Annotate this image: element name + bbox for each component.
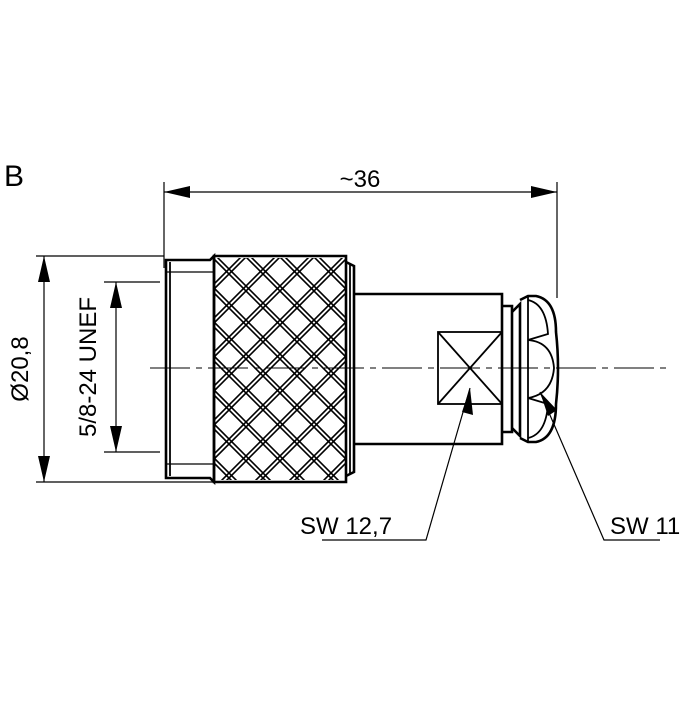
length-dimension: ~36 — [163, 166, 558, 298]
thread-dimension: 5/8-24 UNEF — [75, 281, 160, 453]
knurl-line — [214, 118, 346, 250]
knurl-line — [214, 258, 310, 353]
outer-diameter-dimension: Ø20,8 — [7, 255, 214, 483]
knurl-line — [214, 258, 346, 392]
knurl-line — [214, 258, 281, 324]
knurl-line — [214, 423, 272, 480]
outer-diameter-label: Ø20,8 — [7, 336, 34, 401]
view-label: B — [4, 160, 24, 193]
knurled-sleeve — [212, 84, 348, 624]
knurl-line — [214, 123, 346, 255]
knurl-line — [214, 292, 346, 426]
thread-label: 5/8-24 UNEF — [75, 297, 102, 437]
rear-hex-nut — [502, 294, 560, 444]
knurl-line — [214, 258, 247, 290]
nut-wrench-label: SW 11 — [610, 513, 680, 540]
knurl-line — [214, 89, 346, 221]
knurl-line — [214, 287, 346, 421]
knurl-line — [225, 360, 346, 480]
knurl-line — [220, 355, 346, 480]
knurl-line — [214, 258, 276, 319]
knurl-line — [214, 492, 346, 624]
knurl-line — [318, 258, 346, 285]
knurl-line — [259, 394, 346, 480]
knurl-line — [214, 118, 346, 250]
knurl-line — [214, 326, 346, 460]
rear-ring — [345, 260, 356, 478]
knurl-line — [214, 84, 346, 216]
knurl-line — [214, 89, 346, 221]
knurl-line — [214, 258, 315, 358]
front-coupling-section — [164, 252, 216, 486]
knurl-line — [214, 428, 267, 480]
body-wrench-label: SW 12,7 — [300, 513, 392, 540]
knurl-line — [284, 258, 346, 319]
knurl-line — [214, 258, 242, 285]
knurl-pattern — [214, 84, 346, 624]
length-dimension-label: ~36 — [340, 166, 381, 193]
knurl-line — [214, 492, 346, 624]
knurl-line — [214, 84, 346, 216]
knurl-line — [214, 321, 346, 455]
nut-wrench-callout: SW 11 — [539, 391, 680, 541]
knurl-line — [214, 123, 346, 255]
knurl-line — [279, 258, 346, 324]
connector-body — [354, 292, 504, 446]
knurl-line — [254, 389, 346, 480]
body-wrench-callout: SW 12,7 — [300, 387, 473, 541]
knurl-line — [288, 423, 346, 480]
knurl-line — [313, 258, 346, 290]
knurl-line — [214, 258, 344, 387]
knurl-line — [293, 428, 346, 480]
